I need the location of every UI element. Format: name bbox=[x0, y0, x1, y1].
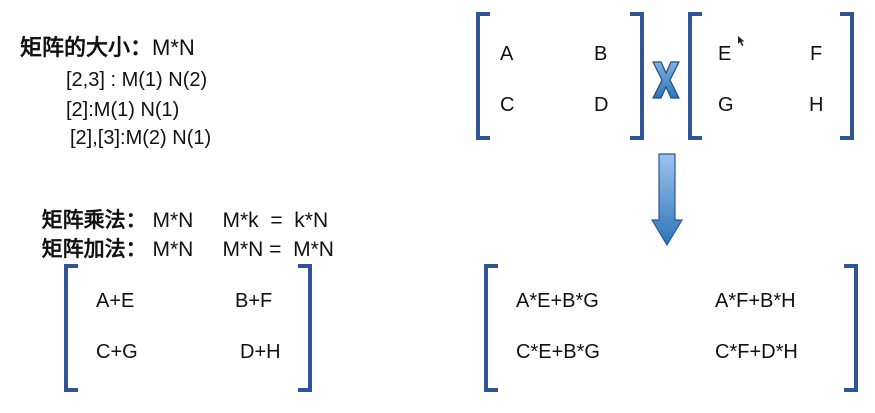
right-matrix-left-bracket bbox=[688, 12, 702, 140]
matrix-size-heading: 矩阵的大小：M*N bbox=[20, 30, 195, 62]
matrix-size-value: M*N bbox=[152, 35, 195, 60]
right-matrix-h: H bbox=[809, 94, 824, 116]
right-matrix-g: G bbox=[718, 94, 734, 116]
multiply-x-icon bbox=[652, 61, 680, 99]
matrix-multiply-rule: 矩阵乘法： M*N M*k = k*N bbox=[30, 180, 328, 234]
mouse-cursor-icon bbox=[738, 36, 745, 46]
product-cell-2: A*F+B*H bbox=[715, 290, 796, 312]
product-matrix-left-bracket bbox=[484, 264, 498, 392]
matrix-size-label: 矩阵的大小： bbox=[20, 35, 153, 60]
sum-cell-1: A+E bbox=[96, 290, 135, 312]
left-matrix-left-bracket bbox=[476, 12, 490, 140]
size-example-1: [2,3] : M(1) N(2) bbox=[66, 69, 208, 91]
matrix-add-text: M*N M*N = M*N bbox=[152, 238, 334, 261]
sum-cell-3: C+G bbox=[96, 341, 138, 363]
left-matrix-right-bracket bbox=[630, 12, 644, 140]
product-matrix-right-bracket bbox=[844, 264, 858, 392]
sum-cell-4: D+H bbox=[240, 341, 281, 363]
sum-matrix-left-bracket bbox=[64, 264, 78, 392]
matrix-add-rule: 矩阵加法： M*N M*N = M*N bbox=[30, 209, 334, 263]
size-example-3: [2],[3]:M(2) N(1) bbox=[70, 127, 212, 149]
matrix-add-label: 矩阵加法： bbox=[41, 238, 147, 261]
sum-matrix-right-bracket bbox=[298, 264, 312, 392]
product-cell-1: A*E+B*G bbox=[516, 290, 599, 312]
right-matrix-e: E bbox=[718, 43, 732, 65]
left-matrix-d: D bbox=[594, 94, 609, 116]
product-cell-4: C*F+D*H bbox=[715, 341, 798, 363]
right-matrix-f: F bbox=[810, 43, 823, 65]
left-matrix-a: A bbox=[500, 43, 514, 65]
down-arrow-icon bbox=[650, 153, 684, 247]
left-matrix-b: B bbox=[594, 43, 608, 65]
matrix-multiply-text: M*N M*k = k*N bbox=[152, 209, 329, 232]
sum-cell-2: B+F bbox=[235, 290, 273, 312]
product-cell-3: C*E+B*G bbox=[516, 341, 600, 363]
matrix-multiply-label: 矩阵乘法： bbox=[41, 209, 147, 232]
left-matrix-c: C bbox=[500, 94, 515, 116]
size-example-2: [2]:M(1) N(1) bbox=[66, 99, 180, 121]
right-matrix-right-bracket bbox=[840, 12, 854, 140]
